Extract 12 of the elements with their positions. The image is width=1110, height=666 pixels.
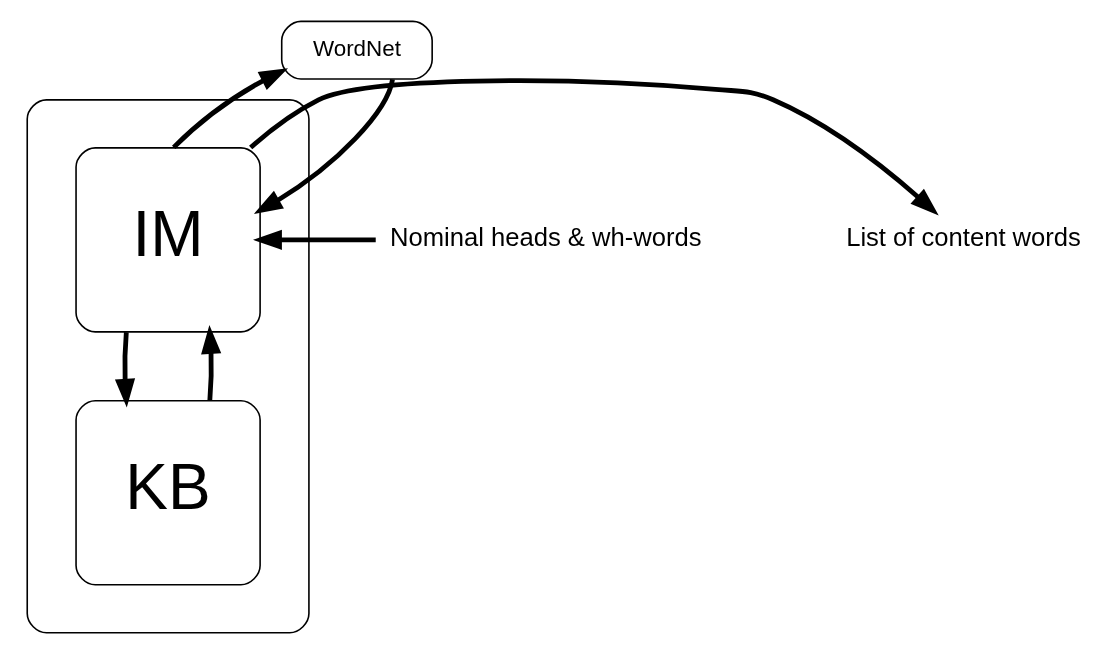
- cluster: [26, 98, 310, 634]
- node-box: KB: [75, 399, 261, 586]
- node-box: WordNet: [280, 20, 433, 80]
- arrow: [114, 331, 136, 408]
- arrow: [172, 67, 288, 149]
- node-box: IM: [75, 146, 261, 333]
- arrow: [201, 324, 222, 401]
- arrow: [249, 77, 939, 216]
- node-text: List of content words: [846, 222, 1081, 251]
- arrow: [253, 229, 376, 250]
- node-text: Nominal heads & wh-words: [390, 222, 702, 251]
- arrow: [253, 78, 395, 214]
